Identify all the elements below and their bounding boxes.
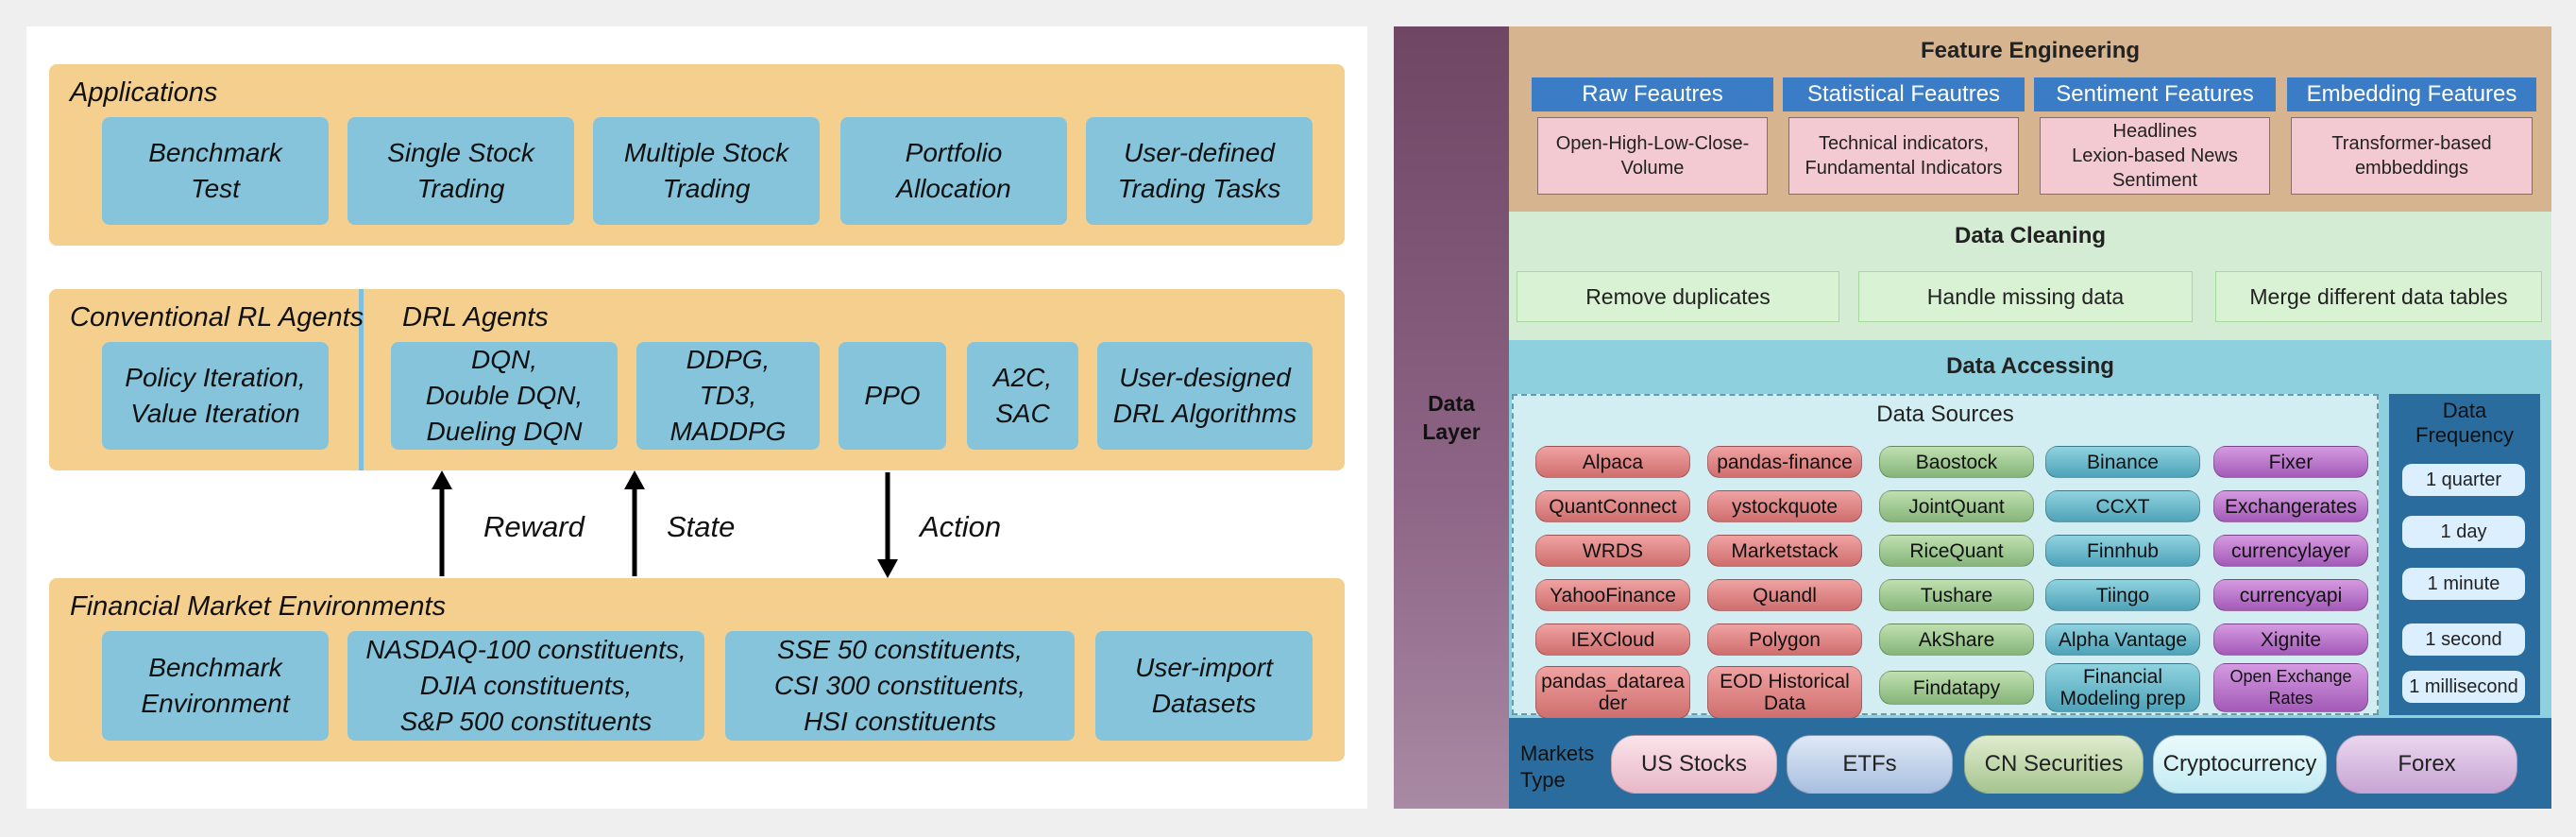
- data-accessing-title: Data Accessing: [1946, 353, 2114, 379]
- app-benchmark-test: Benchmark Test: [102, 117, 329, 225]
- source-pill: Quandl: [1707, 579, 1862, 611]
- conventional-rl-agents-title: Conventional RL Agents: [70, 302, 364, 333]
- source-pill: ystockquote: [1707, 490, 1862, 522]
- env-us-constituents: NASDAQ-100 constituents, DJIA constituen…: [347, 631, 704, 741]
- market-us-stocks: US Stocks: [1611, 735, 1777, 794]
- source-pill: Financial Modeling prep: [2045, 663, 2200, 712]
- data-frequency-panel: [2389, 394, 2540, 715]
- frequency-1-second: 1 second: [2402, 623, 2525, 656]
- agents-separator: [359, 289, 364, 470]
- source-pill: RiceQuant: [1879, 535, 2034, 567]
- source-pill: pandas-finance: [1707, 446, 1862, 478]
- source-pill: Marketstack: [1707, 535, 1862, 567]
- env-china-hk-constituents: SSE 50 constituents, CSI 300 constituent…: [725, 631, 1075, 741]
- frequency-1-millisecond: 1 millisecond: [2402, 671, 2525, 703]
- frequency-1-minute: 1 minute: [2402, 568, 2525, 600]
- app-single-stock-trading: Single Stock Trading: [347, 117, 574, 225]
- source-pill: Xignite: [2213, 623, 2368, 656]
- source-pill: currencyapi: [2213, 579, 2368, 611]
- source-pill: Fixer: [2213, 446, 2368, 478]
- env-user-import-datasets: User-import Datasets: [1095, 631, 1313, 741]
- data-frequency-title: Data Frequency: [2415, 399, 2514, 447]
- reward-arrow: [432, 470, 452, 576]
- source-pill: Alpha Vantage: [2045, 623, 2200, 656]
- app-portfolio-allocation: Portfolio Allocation: [840, 117, 1067, 225]
- env-benchmark-environment: Benchmark Environment: [102, 631, 329, 741]
- source-pill: pandas_datarea der: [1535, 666, 1690, 719]
- state-arrow: [624, 470, 645, 576]
- source-pill: JointQuant: [1879, 490, 2034, 522]
- raw-features-box: Open-High-Low-Close- Volume: [1537, 117, 1768, 195]
- remove-duplicates-box: Remove duplicates: [1517, 271, 1839, 322]
- source-pill: Baostock: [1879, 446, 2034, 478]
- app-user-defined-trading-tasks: User-defined Trading Tasks: [1086, 117, 1313, 225]
- data-sources-title: Data Sources: [1876, 401, 2014, 427]
- data-layer-bar: [1394, 26, 1509, 809]
- source-pill: Open Exchange Rates: [2213, 663, 2368, 712]
- source-pill: Tushare: [1879, 579, 2034, 611]
- market-forex: Forex: [2336, 735, 2517, 794]
- source-pill: Tiingo: [2045, 579, 2200, 611]
- app-multiple-stock-trading: Multiple Stock Trading: [593, 117, 820, 225]
- source-pill: IEXCloud: [1535, 623, 1690, 656]
- state-label: State: [667, 510, 736, 543]
- source-pill: EOD Historical Data: [1707, 666, 1862, 719]
- sentiment-features-header: Sentiment Features: [2034, 77, 2276, 111]
- agent-ddpg-family: DDPG, TD3, MADDPG: [636, 342, 820, 450]
- raw-features-header: Raw Feautres: [1532, 77, 1773, 111]
- source-pill: Alpaca: [1535, 446, 1690, 478]
- source-pill: YahooFinance: [1535, 579, 1690, 611]
- source-pill: Finnhub: [2045, 535, 2200, 567]
- agent-dqn-family: DQN, Double DQN, Dueling DQN: [391, 342, 618, 450]
- drl-agents-title: DRL Agents: [402, 302, 549, 333]
- source-pill: Polygon: [1707, 623, 1862, 656]
- agent-policy-value-iteration: Policy Iteration, Value Iteration: [102, 342, 329, 450]
- statistical-features-header: Statistical Feautres: [1783, 77, 2025, 111]
- action-label: Action: [920, 510, 1002, 543]
- source-pill: currencylayer: [2213, 535, 2368, 567]
- sentiment-features-box: Headlines Lexion-based News Sentiment: [2040, 117, 2270, 195]
- source-pill: AkShare: [1879, 623, 2034, 656]
- merge-data-tables-box: Merge different data tables: [2215, 271, 2542, 322]
- reward-label: Reward: [483, 510, 585, 543]
- action-arrow: [877, 472, 898, 578]
- agent-user-designed-drl: User-designed DRL Algorithms: [1097, 342, 1313, 450]
- feature-engineering-title: Feature Engineering: [1920, 38, 2141, 63]
- source-pill: QuantConnect: [1535, 490, 1690, 522]
- data-layer-label: Data Layer: [1422, 391, 1481, 444]
- markets-type-label: Markets Type: [1520, 742, 1595, 792]
- source-pill: CCXT: [2045, 490, 2200, 522]
- handle-missing-data-box: Handle missing data: [1858, 271, 2193, 322]
- source-pill: Findatapy: [1879, 671, 2034, 705]
- market-cn-securities: CN Securities: [1964, 735, 2144, 794]
- source-pill: WRDS: [1535, 535, 1690, 567]
- statistical-features-box: Technical indicators, Fundamental Indica…: [1788, 117, 2019, 195]
- agent-a2c-sac: A2C, SAC: [967, 342, 1078, 450]
- environments-title: Financial Market Environments: [70, 591, 447, 622]
- applications-title: Applications: [70, 77, 218, 108]
- embedding-features-header: Embedding Features: [2287, 77, 2536, 111]
- source-pill: Binance: [2045, 446, 2200, 478]
- market-cryptocurrency: Cryptocurrency: [2153, 735, 2327, 794]
- data-cleaning-title: Data Cleaning: [1954, 223, 2107, 248]
- agent-ppo: PPO: [839, 342, 946, 450]
- frequency-1-day: 1 day: [2402, 516, 2525, 548]
- frequency-1-quarter: 1 quarter: [2402, 464, 2525, 496]
- embedding-features-box: Transformer-based embbeddings: [2291, 117, 2533, 195]
- source-pill: Exchangerates: [2213, 490, 2368, 522]
- market-etfs: ETFs: [1787, 735, 1953, 794]
